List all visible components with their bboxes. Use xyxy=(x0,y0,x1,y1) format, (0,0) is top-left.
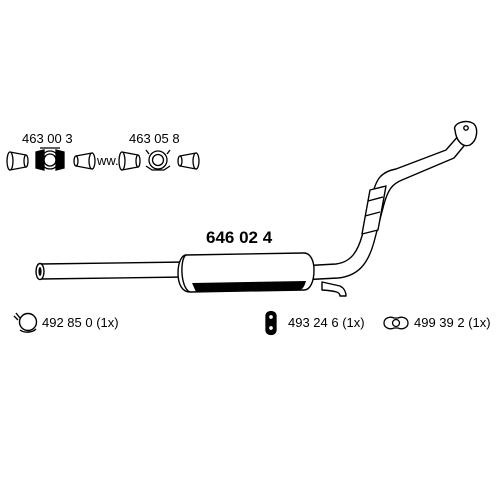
rubber-hanger-icon xyxy=(265,310,277,336)
clamp-ring-icon xyxy=(13,312,38,333)
connector-set-2 xyxy=(118,149,200,171)
exhaust-pipe-assembly xyxy=(35,120,478,297)
connector-separator: ww. xyxy=(97,153,119,168)
connector-set-1 xyxy=(6,147,96,171)
main-part-number: 646 02 4 xyxy=(206,228,273,247)
inlet-pipe xyxy=(39,261,187,280)
fitting-part-number-2: 493 24 6 (1x) xyxy=(288,315,365,330)
connector-part-number-2: 463 05 8 xyxy=(129,131,180,146)
flange-gasket-icon xyxy=(383,316,409,330)
connector-part-number-1: 463 00 3 xyxy=(22,131,73,146)
band-clamp-icon xyxy=(145,149,171,171)
pipe-clamp-icon xyxy=(35,147,65,171)
fitting-part-number-1: 492 85 0 (1x) xyxy=(42,315,119,330)
fitting-part-number-3: 499 39 2 (1x) xyxy=(414,315,491,330)
tail-spout xyxy=(321,281,347,297)
rear-pipe xyxy=(299,133,469,281)
muffler-shading xyxy=(192,281,306,292)
outlet-flange xyxy=(453,120,478,147)
